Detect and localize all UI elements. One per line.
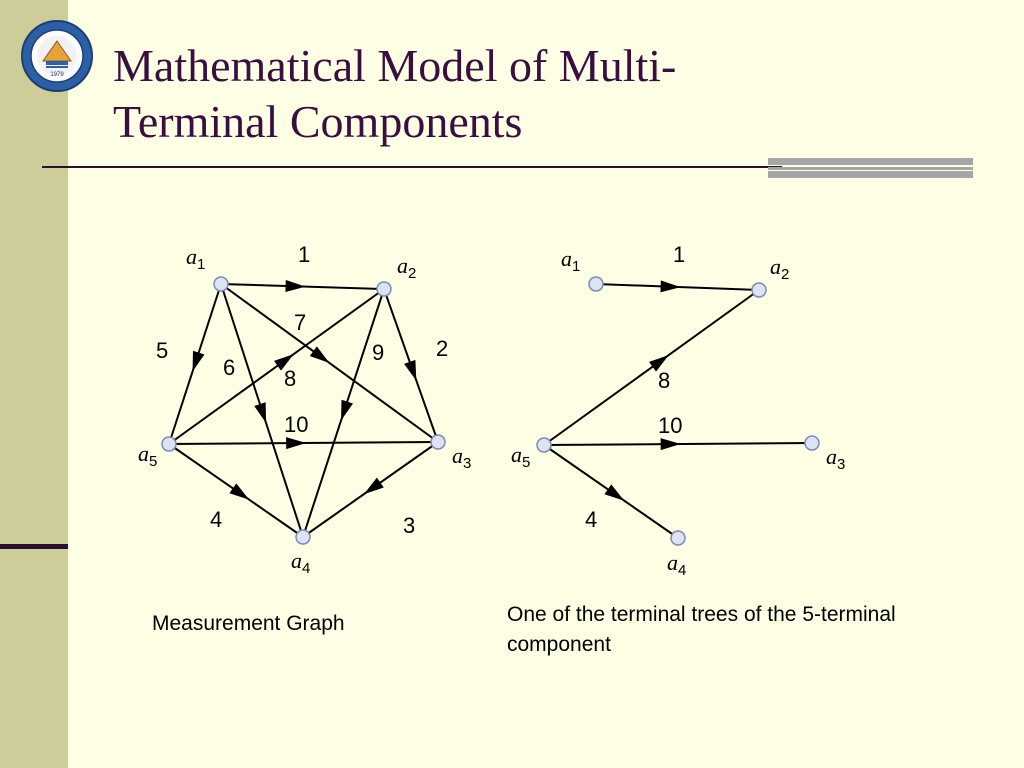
tt-node-label-a5: a5 — [511, 442, 530, 471]
tt-arrow-4 — [604, 484, 625, 501]
mg-edge-label-1: 1 — [298, 242, 310, 267]
mg-arrow-3 — [363, 477, 384, 495]
tt-node-label-a3: a3 — [826, 444, 845, 473]
tt-edge-label-10: 10 — [658, 413, 682, 438]
tt-edge-label-8: 8 — [658, 368, 670, 393]
tt-node-a5 — [536, 437, 552, 453]
mg-node-a3 — [430, 434, 446, 450]
tt-node-a3 — [804, 435, 820, 451]
mg-arrow-2 — [404, 359, 417, 381]
mg-node-a1 — [213, 276, 229, 292]
mg-arrow-1 — [285, 279, 306, 292]
measurement-graph: 1 2 3 4 5 6 7 8 9 10 a1 a2 a3 a4 a5 — [138, 242, 471, 577]
mg-arrow-5 — [192, 350, 205, 372]
title-rule — [42, 166, 782, 168]
measurement-graph-caption: Measurement Graph — [152, 612, 345, 635]
tt-node-a1 — [588, 276, 604, 292]
slide-title: Mathematical Model of Multi- Terminal Co… — [113, 38, 813, 150]
tt-edge-label-4: 4 — [585, 507, 597, 532]
mg-node-label-a3: a3 — [452, 443, 471, 472]
mg-arrow-7 — [309, 346, 330, 363]
mg-node-label-a4: a4 — [291, 548, 310, 577]
side-band — [0, 0, 68, 768]
mg-node-a4 — [295, 529, 311, 545]
tt-node-label-a1: a1 — [561, 246, 580, 275]
tt-node-label-a2: a2 — [770, 254, 789, 283]
slide-title-line2: Terminal Components — [113, 96, 523, 147]
mg-node-label-a2: a2 — [397, 253, 416, 282]
mg-edge-label-10: 10 — [284, 412, 308, 437]
tt-arrow-10 — [660, 438, 681, 451]
tt-node-a2 — [751, 282, 767, 298]
mg-arrow-10 — [286, 437, 307, 450]
mg-arrow-4 — [229, 483, 250, 500]
terminal-tree: 1 8 10 4 a1 a2 a3 a4 a5 — [511, 242, 845, 579]
logo-year: 1979 — [50, 72, 64, 78]
mg-edge-8 — [168, 288, 385, 445]
mg-edge-label-2: 2 — [436, 336, 448, 361]
mg-arrow-6 — [254, 402, 267, 424]
mg-edge-label-8: 8 — [284, 366, 296, 391]
side-rule — [0, 544, 68, 549]
mg-arrow-8 — [274, 354, 294, 371]
slide-title-line1: Mathematical Model of Multi- — [113, 40, 677, 91]
terminal-tree-caption: One of the terminal trees of the 5-termi… — [507, 603, 896, 656]
tt-arrow-8 — [649, 355, 669, 372]
tt-node-label-a4: a4 — [667, 550, 686, 579]
tt-edge-8 — [543, 289, 760, 446]
mg-edge-label-7: 7 — [294, 310, 306, 335]
mg-edge-label-5: 5 — [156, 338, 168, 363]
mg-node-a5 — [161, 436, 177, 452]
mg-arrow-9 — [341, 399, 353, 421]
accent-bar — [768, 158, 973, 178]
mg-edge-label-6: 6 — [223, 355, 235, 380]
university-seal-icon: 1979 — [21, 20, 93, 92]
mg-edge-label-9: 9 — [372, 340, 384, 365]
mg-edge-label-4: 4 — [210, 507, 222, 532]
tt-node-a4 — [670, 530, 686, 546]
tt-arrow-1 — [660, 280, 681, 293]
mg-node-a2 — [376, 281, 392, 297]
mg-node-label-a5: a5 — [138, 441, 157, 470]
mg-node-label-a1: a1 — [186, 244, 205, 273]
mg-edge-7 — [220, 283, 439, 443]
tt-edge-label-1: 1 — [673, 242, 685, 267]
mg-edge-label-3: 3 — [403, 513, 415, 538]
